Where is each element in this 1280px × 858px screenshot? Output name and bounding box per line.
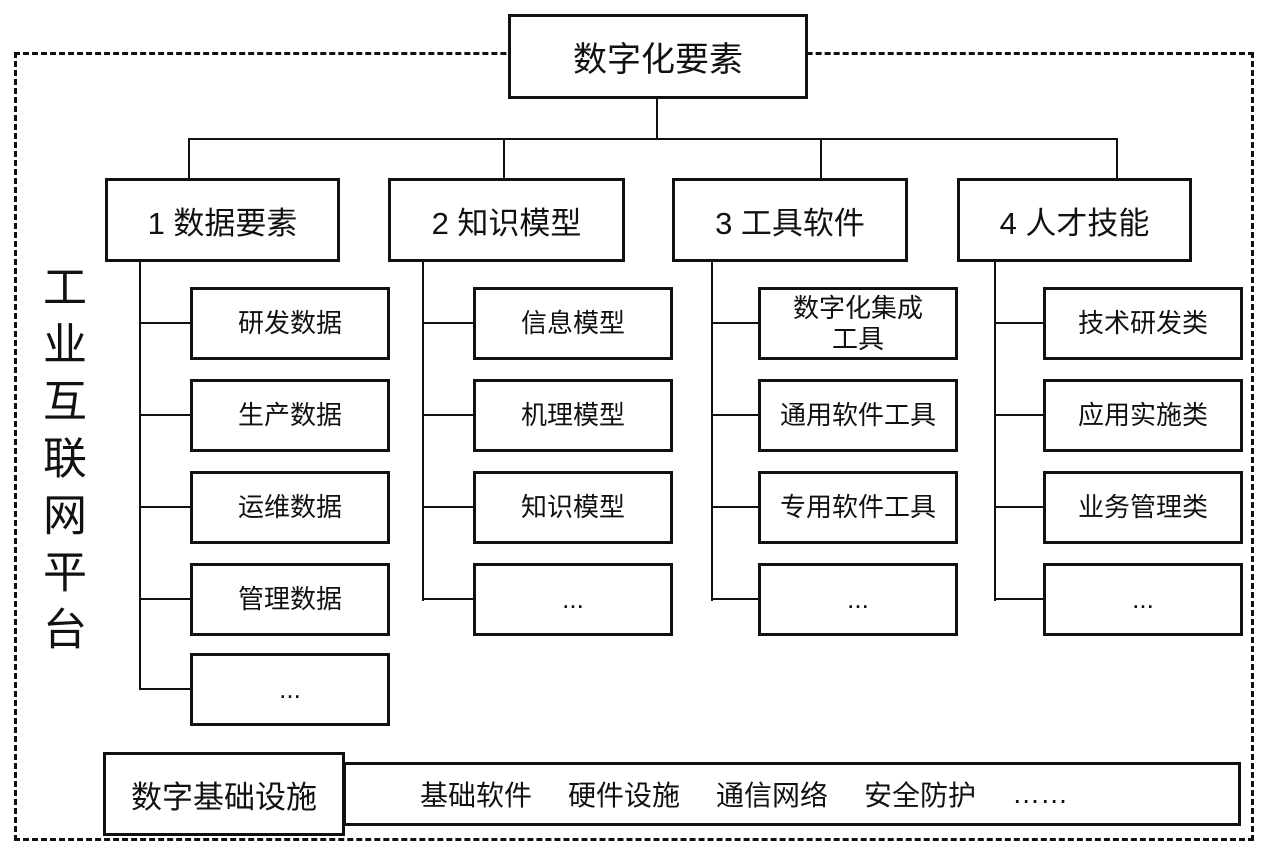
connector-trunk-col1	[139, 262, 141, 690]
tree-node: 业务管理类	[1043, 471, 1243, 544]
connector-stub	[139, 688, 190, 690]
connector-stub	[711, 414, 758, 416]
connector-stub	[994, 598, 1043, 600]
infrastructure-item: 基础软件	[420, 780, 533, 811]
connector-stub	[139, 506, 190, 508]
connector-stub	[711, 506, 758, 508]
connector-drop-col3	[820, 138, 822, 178]
tree-node: ...	[758, 563, 958, 636]
connector-stub	[139, 322, 190, 324]
tree-node: 管理数据	[190, 563, 390, 636]
connector-drop-col2	[503, 138, 505, 178]
connector-trunk-col3	[711, 262, 713, 601]
infrastructure-item: 安全防护	[864, 780, 977, 811]
tree-node: 应用实施类	[1043, 379, 1243, 452]
column-header-data-elements: 1 数据要素	[105, 178, 340, 262]
infrastructure-item-ellipsis: ……	[1012, 778, 1069, 809]
connector-stub	[711, 322, 758, 324]
root-node: 数字化要素	[508, 14, 808, 99]
connector-stub	[422, 506, 473, 508]
tree-node: 通用软件工具	[758, 379, 958, 452]
connector-drop-col1	[188, 138, 190, 178]
tree-node: 数字化集成 工具	[758, 287, 958, 360]
connector-trunk-col2	[422, 262, 424, 601]
tree-node: 机理模型	[473, 379, 673, 452]
connector-distribution-line	[188, 138, 1118, 140]
column-header-talent-skills: 4 人才技能	[957, 178, 1192, 262]
column-header-tool-software: 3 工具软件	[672, 178, 908, 262]
tree-node: 知识模型	[473, 471, 673, 544]
connector-stub	[994, 414, 1043, 416]
connector-stub	[422, 414, 473, 416]
connector-stub	[139, 414, 190, 416]
platform-side-label: 工业互联网平台	[36, 264, 85, 663]
connector-stub	[422, 322, 473, 324]
infrastructure-bar: 基础软件 硬件设施 通信网络 安全防护 ……	[343, 762, 1241, 826]
connector-drop-col4	[1116, 138, 1118, 178]
tree-node: 运维数据	[190, 471, 390, 544]
connector-stub	[994, 322, 1043, 324]
tree-node: ...	[190, 653, 390, 726]
infrastructure-item: 通信网络	[716, 780, 829, 811]
tree-node: 研发数据	[190, 287, 390, 360]
tree-node: 技术研发类	[1043, 287, 1243, 360]
connector-stub	[711, 598, 758, 600]
connector-stub	[994, 506, 1043, 508]
tree-node: 信息模型	[473, 287, 673, 360]
connector-root-stem	[656, 99, 658, 140]
connector-stub	[139, 598, 190, 600]
connector-trunk-col4	[994, 262, 996, 601]
infrastructure-label-box: 数字基础设施	[103, 752, 345, 836]
column-header-knowledge-models: 2 知识模型	[388, 178, 625, 262]
tree-node: 专用软件工具	[758, 471, 958, 544]
connector-stub	[422, 598, 473, 600]
infrastructure-item: 硬件设施	[568, 780, 681, 811]
tree-node: ...	[473, 563, 673, 636]
tree-node: 生产数据	[190, 379, 390, 452]
tree-node: ...	[1043, 563, 1243, 636]
